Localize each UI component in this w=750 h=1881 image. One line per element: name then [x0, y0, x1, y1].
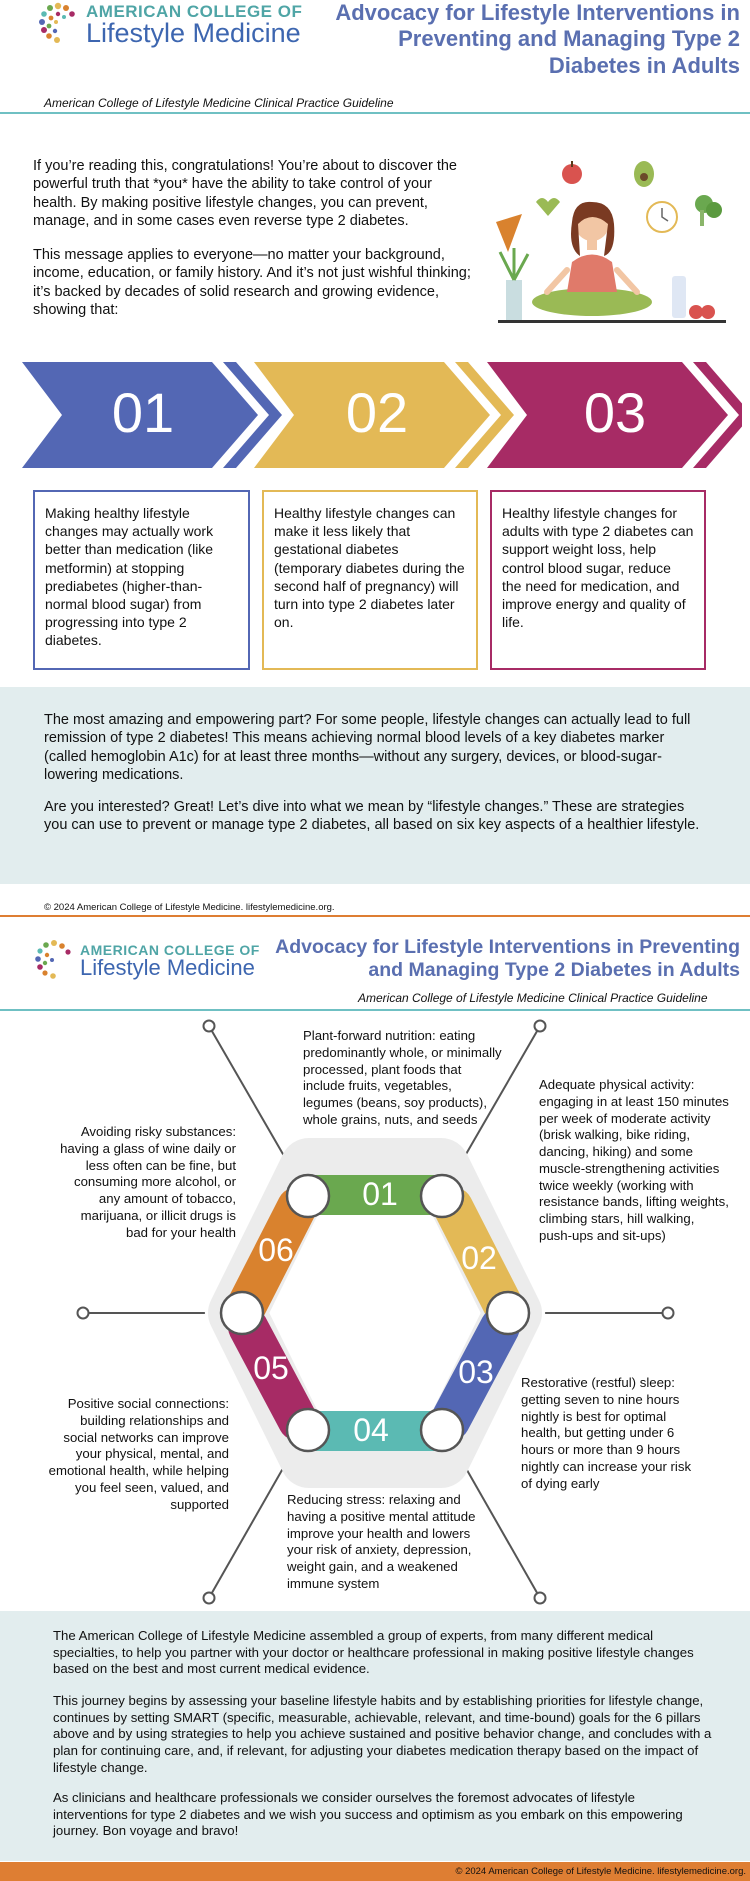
pillar-substances-text: Avoiding risky substances: having a glas…: [60, 1124, 236, 1240]
step-number-02: 02: [345, 381, 409, 444]
logo-dots-icon-2: [32, 938, 76, 986]
pillar-number-05: 05: [253, 1350, 289, 1386]
pillar-number-02: 02: [461, 1240, 497, 1276]
copyright-footer: © 2024 American College of Lifestyle Med…: [455, 1866, 746, 1877]
page-subtitle: American College of Lifestyle Medicine C…: [44, 96, 394, 110]
pillar-number-06: 06: [258, 1232, 294, 1268]
intro-paragraph-2: This message applies to everyone—no matt…: [33, 247, 471, 318]
steps-arrow-banner: [22, 360, 750, 470]
logo-text-bottom-2: Lifestyle Medicine: [80, 955, 255, 980]
logo-text-top-2: AMERICAN COLLEGE OF: [80, 942, 260, 958]
step-box-03: Healthy lifestyle changes for adults wit…: [490, 490, 706, 670]
logo-dots-icon: [36, 0, 80, 52]
pillar-social-text: Positive social connections: building re…: [48, 1396, 229, 1512]
pillar-number-03: 03: [458, 1354, 494, 1390]
page-title-2: Advocacy for Lifestyle Interventions in …: [275, 936, 740, 982]
step-number-03: 03: [583, 381, 647, 444]
logo-text-bottom: Lifestyle Medicine: [86, 18, 301, 48]
page-title: Advocacy for Lifestyle Interventions in …: [335, 0, 740, 78]
pillar-stress-text: Reducing stress: relaxing and having a p…: [287, 1492, 476, 1591]
pillar-nutrition-text: Plant-forward nutrition: eating predomin…: [303, 1028, 502, 1127]
pillar-activity-text: Adequate physical activity: engaging in …: [539, 1077, 729, 1243]
highlight-band-2: [0, 1611, 750, 1861]
header-divider: [0, 112, 750, 114]
page-subtitle-2: American College of Lifestyle Medicine C…: [358, 991, 708, 1005]
pillar-number-04: 04: [353, 1412, 389, 1448]
step-number-01: 01: [111, 381, 175, 444]
journey-paragraph: This journey begins by assessing your ba…: [53, 1693, 712, 1775]
advocates-paragraph: As clinicians and healthcare professiona…: [53, 1790, 683, 1839]
highlight-band-1: [0, 687, 750, 884]
experts-paragraph: The American College of Lifestyle Medici…: [53, 1628, 694, 1677]
intro-paragraph-1: If you’re reading this, congratulations!…: [33, 158, 457, 229]
header-divider-2: [0, 1009, 750, 1011]
step-box-01: Making healthy lifestyle changes may act…: [33, 490, 250, 670]
logo-text-top: AMERICAN COLLEGE OF: [86, 2, 303, 21]
copyright-page1: © 2024 American College of Lifestyle Med…: [44, 902, 335, 913]
step-box-02: Healthy lifestyle changes can make it le…: [262, 490, 478, 670]
remission-paragraph: The most amazing and empowering part? Fo…: [44, 712, 691, 783]
lifestyle-changes-paragraph: Are you interested? Great! Let’s dive in…: [44, 799, 700, 834]
meditation-illustration: [492, 152, 732, 327]
six-pillars-diagram: [0, 1010, 750, 1610]
pillar-sleep-text: Restorative (restful) sleep: getting sev…: [521, 1375, 692, 1491]
pillar-number-01: 01: [362, 1176, 398, 1212]
footer-bar: [0, 1862, 750, 1881]
page-divider: [0, 915, 750, 917]
